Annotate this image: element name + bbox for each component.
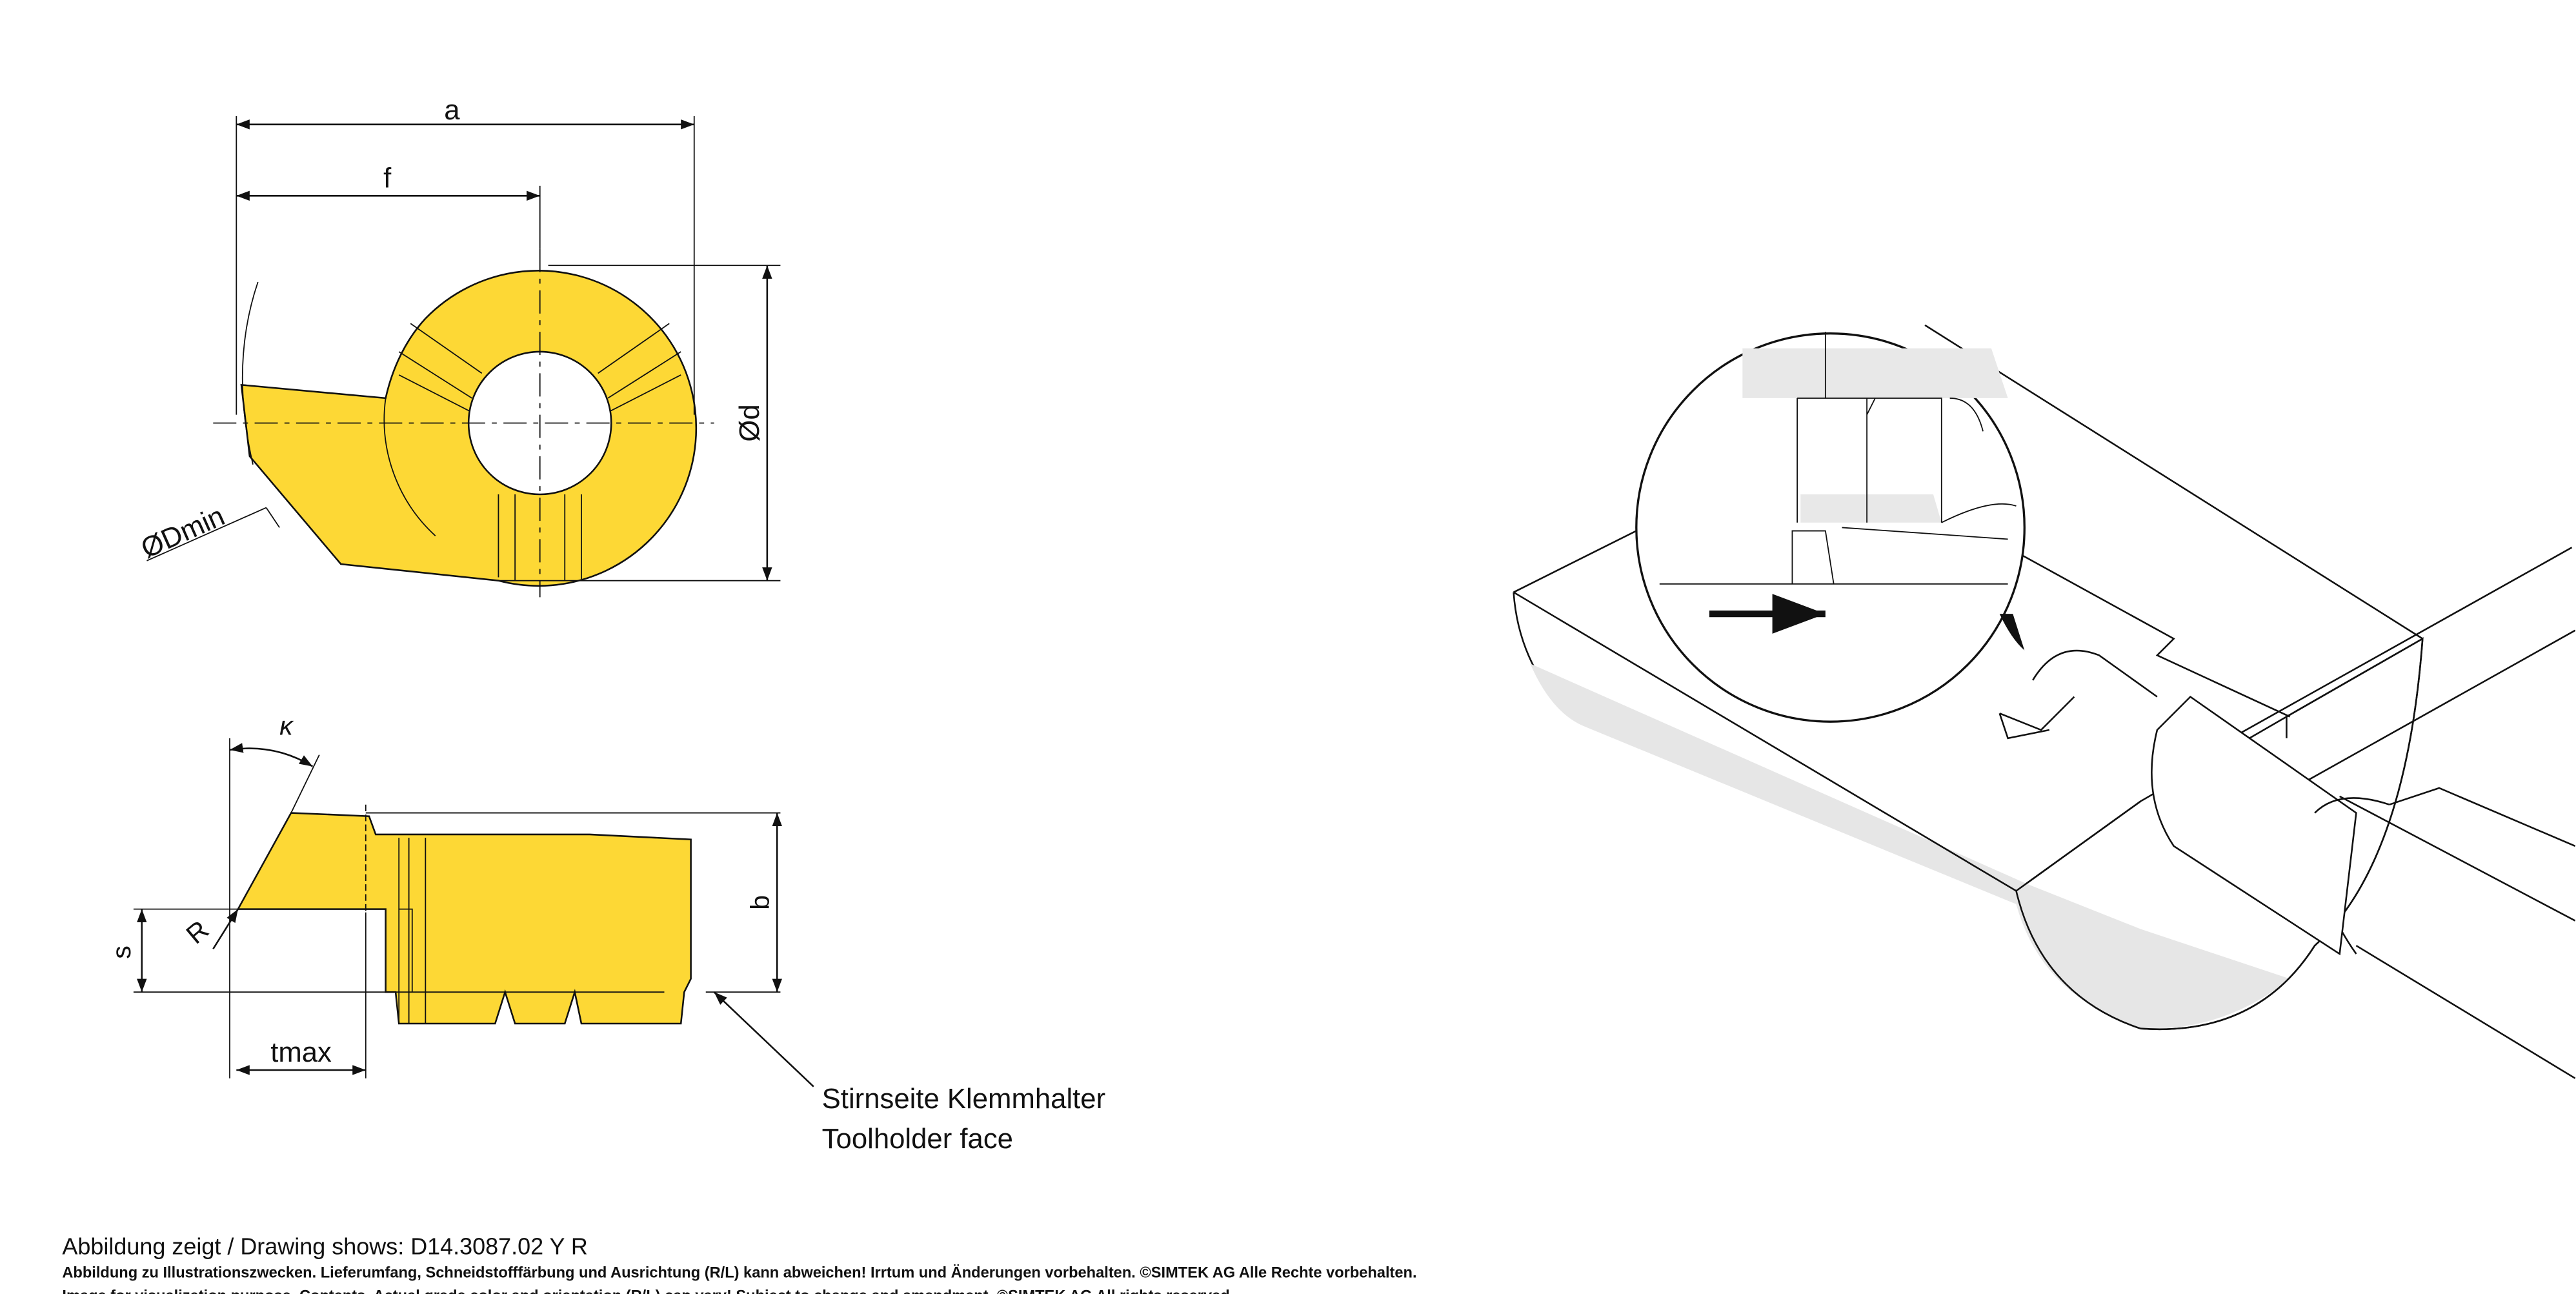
- label-f: f: [383, 162, 392, 194]
- disclaimer-en: Image for visualization purpose. Content…: [62, 1288, 1234, 1294]
- label-r: R: [181, 915, 214, 949]
- callout-line-2: Toolholder face: [822, 1123, 1013, 1155]
- label-dmin: ØDmin: [136, 500, 229, 565]
- detail-magnifier: [1635, 332, 2026, 723]
- disclaimer-de: Abbildung zu Illustrationszwecken. Liefe…: [62, 1264, 1416, 1281]
- label-b: b: [745, 895, 774, 910]
- workpiece-shade: [1530, 663, 2290, 1029]
- callout-line-1: Stirnseite Klemmhalter: [822, 1083, 1105, 1115]
- drawing-shows: Abbildung zeigt / Drawing shows: D14.308…: [62, 1233, 587, 1259]
- insert-top-view: a f Ød ØDmin: [136, 94, 781, 598]
- callout-leader: [713, 991, 814, 1087]
- label-kappa: κ: [279, 711, 294, 741]
- label-d: Ød: [734, 404, 765, 441]
- label-tmax: tmax: [270, 1036, 332, 1068]
- label-a: a: [444, 94, 460, 126]
- insert-body-side: [236, 812, 692, 1025]
- dimension-kappa: [229, 743, 314, 767]
- insert-side-view: κ R s b tmax Stirnseite Klemmhalter Tool…: [106, 711, 1105, 1155]
- label-s: s: [106, 945, 136, 959]
- application-illustration: [1513, 324, 2576, 1079]
